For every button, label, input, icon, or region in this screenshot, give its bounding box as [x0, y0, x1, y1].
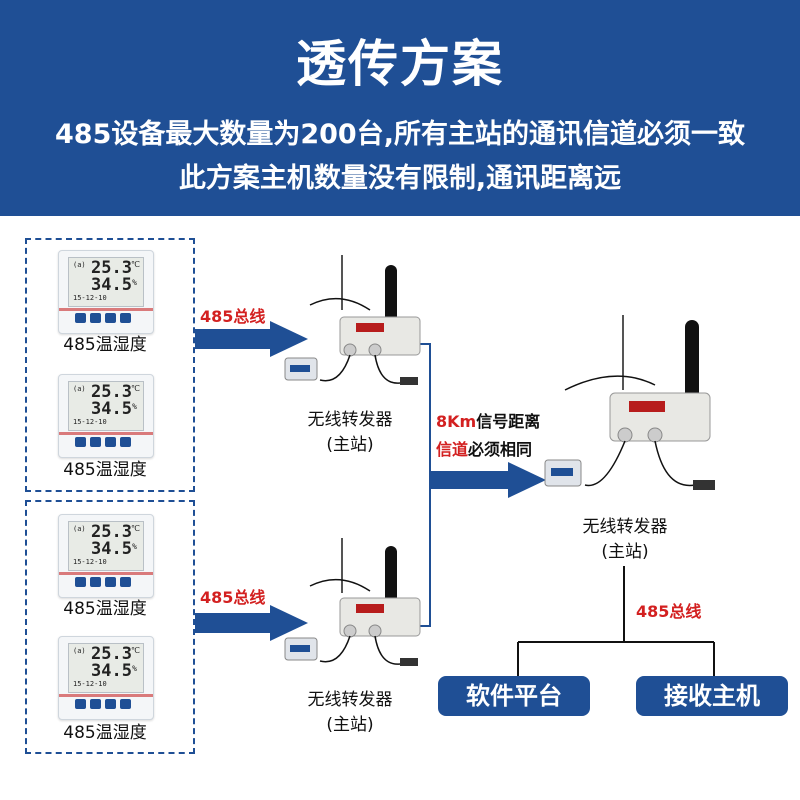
repeater-device-main — [544, 315, 715, 490]
repeater-label-top: 无线转发器 (主站) — [285, 405, 415, 455]
sensor-label: 485温湿度 — [63, 599, 147, 619]
sensor-temp: 25.3 — [91, 258, 132, 278]
repeater-label-main-line2: (主站) — [601, 542, 649, 562]
bus-arrow-top-head — [270, 321, 308, 357]
sensor-humidity: 34.5 — [91, 399, 132, 419]
sensor-label: 485温湿度 — [63, 723, 147, 743]
sensor-date: 15-12-10 — [73, 680, 107, 688]
sensor-group-bottom — [25, 500, 195, 754]
sensor-stripe — [59, 694, 153, 697]
sensor-label: 485温湿度 — [63, 335, 147, 355]
main-arrow-body — [430, 471, 510, 489]
repeater-label-bottom: 无线转发器 (主站) — [285, 685, 415, 735]
sensor-keys — [75, 699, 131, 709]
temp-humidity-sensor: (a) 25.3℃ 34.5% 15-12-10 — [58, 636, 154, 720]
sensor-temp: 25.3 — [91, 522, 132, 542]
sensor-lcd: (a) 25.3℃ 34.5% 15-12-10 — [68, 381, 144, 431]
header-banner: 透传方案 485设备最大数量为200台,所有主站的通讯信道必须一致 此方案主机数… — [0, 0, 800, 216]
sensor-lcd: (a) 25.3℃ 34.5% 15-12-10 — [68, 257, 144, 307]
sensor-mode: (a) — [73, 261, 86, 269]
distance-text: 信号距离 — [476, 412, 541, 431]
sensor-humidity: 34.5 — [91, 275, 132, 295]
sensor-stripe — [59, 432, 153, 435]
bus-arrow-top — [195, 329, 273, 349]
repeater-device-top — [284, 255, 421, 385]
repeater-label-main: 无线转发器 (主站) — [560, 512, 690, 562]
temp-humidity-sensor: (a) 25.3℃ 34.5% 15-12-10 — [58, 250, 154, 334]
repeater-label-main-line1: 无线转发器 — [582, 517, 668, 537]
repeater-label-top-line2: (主站) — [326, 435, 374, 455]
sensor-date: 15-12-10 — [73, 418, 107, 426]
receiving-host-box: 接收主机 — [636, 676, 788, 716]
sensor-group-top — [25, 238, 195, 492]
temp-humidity-sensor: (a) 25.3℃ 34.5% 15-12-10 — [58, 374, 154, 458]
sensor-lcd: (a) 25.3℃ 34.5% 15-12-10 — [68, 521, 144, 571]
link-dot-top — [407, 340, 415, 348]
distance-value: 8Km — [436, 412, 477, 431]
bus-arrow-bottom-head — [270, 605, 308, 641]
bus-label-bottom: 485总线 — [200, 588, 266, 607]
sensor-mode: (a) — [73, 385, 86, 393]
repeater-label-bottom-line2: (主站) — [326, 715, 374, 735]
sensor-humidity: 34.5 — [91, 539, 132, 559]
sensor-humidity-unit: % — [132, 278, 137, 287]
sensor-label: 485温湿度 — [63, 460, 147, 480]
subtitle-line-2: 此方案主机数量没有限制,通讯距离远 — [178, 163, 622, 194]
software-platform-box: 软件平台 — [438, 676, 590, 716]
sensor-keys — [75, 313, 131, 323]
bus-label-top: 485总线 — [200, 307, 266, 326]
bottom-bus-label: 485总线 — [636, 602, 702, 621]
channel-label: 信道 — [436, 440, 469, 459]
sensor-temp-unit: ℃ — [131, 646, 140, 655]
sensor-mode: (a) — [73, 525, 86, 533]
sensor-date: 15-12-10 — [73, 558, 107, 566]
sensor-keys — [75, 437, 131, 447]
page-title: 透传方案 — [296, 35, 504, 93]
sensor-temp-unit: ℃ — [131, 524, 140, 533]
subtitle-line-1: 485设备最大数量为200台,所有主站的通讯信道必须一致 — [55, 119, 745, 150]
sensor-humidity: 34.5 — [91, 661, 132, 681]
link-dot-bottom — [407, 622, 415, 630]
repeater-label-top-line1: 无线转发器 — [307, 410, 393, 430]
sensor-temp-unit: ℃ — [131, 384, 140, 393]
main-arrow-head — [508, 462, 546, 498]
sensor-temp-unit: ℃ — [131, 260, 140, 269]
channel-text: 必须相同 — [468, 440, 533, 459]
sensor-keys — [75, 577, 131, 587]
sensor-humidity-unit: % — [132, 542, 137, 551]
repeater-device-bottom — [284, 538, 421, 666]
bus-arrow-bottom — [195, 613, 273, 633]
temp-humidity-sensor: (a) 25.3℃ 34.5% 15-12-10 — [58, 514, 154, 598]
sensor-humidity-unit: % — [132, 402, 137, 411]
sensor-stripe — [59, 572, 153, 575]
sensor-stripe — [59, 308, 153, 311]
sensor-temp: 25.3 — [91, 644, 132, 664]
repeater-label-bottom-line1: 无线转发器 — [307, 690, 393, 710]
sensor-humidity-unit: % — [132, 664, 137, 673]
distance-info: 8Km信号距离 信道必须相同 — [436, 408, 540, 460]
sensor-mode: (a) — [73, 647, 86, 655]
sensor-lcd: (a) 25.3℃ 34.5% 15-12-10 — [68, 643, 144, 693]
link-line-bottom — [411, 480, 431, 627]
sensor-date: 15-12-10 — [73, 294, 107, 302]
sensor-temp: 25.3 — [91, 382, 132, 402]
